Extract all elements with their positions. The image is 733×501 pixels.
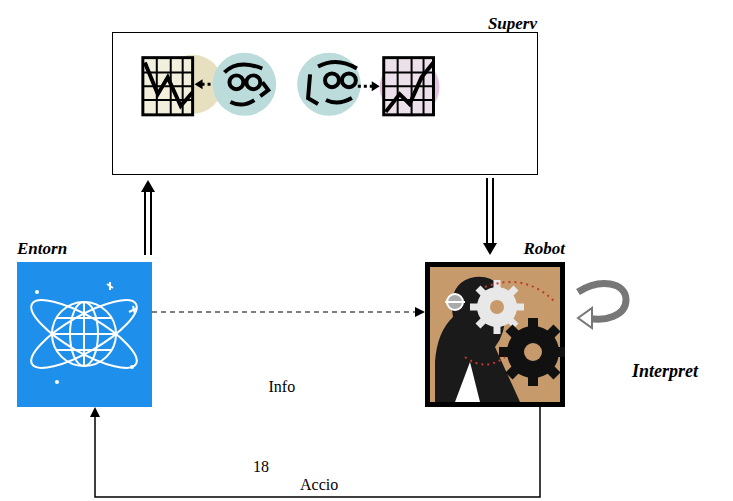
double-line	[144, 190, 146, 255]
double-line	[150, 190, 152, 255]
environment-box: Entorn	[17, 262, 152, 407]
loop-label: Interpret	[632, 362, 698, 382]
connector	[141, 180, 155, 255]
arrow-head	[415, 307, 425, 317]
connector	[152, 307, 425, 317]
robot-box: Robot	[425, 262, 565, 407]
arrow-head	[483, 243, 497, 255]
edge-label: Info	[269, 378, 296, 396]
node-heading: Superv	[488, 15, 537, 32]
dashed-line	[152, 311, 417, 312]
robot-illustration	[425, 262, 565, 407]
double-line	[492, 178, 494, 245]
arrow-head	[90, 407, 100, 417]
loop-head	[578, 308, 592, 328]
arrow-head	[141, 180, 155, 192]
return-line	[95, 407, 540, 497]
connector	[483, 178, 497, 255]
connector	[90, 407, 540, 497]
node-heading: Entorn	[17, 240, 67, 257]
page-number: 18	[253, 458, 269, 476]
supervisor-box: Superv	[112, 32, 538, 175]
edge-label: Accio	[300, 476, 338, 494]
supervisor-icons	[113, 33, 537, 174]
node-heading: Robot	[523, 240, 565, 257]
globe-icon	[17, 262, 152, 407]
double-line	[486, 178, 488, 245]
